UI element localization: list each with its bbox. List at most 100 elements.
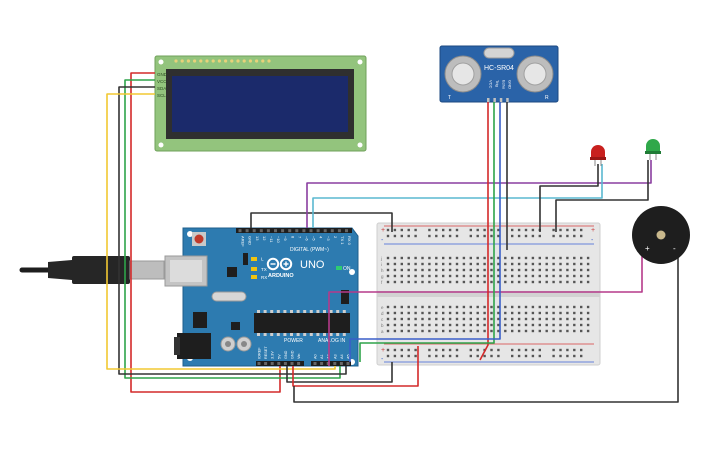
breadboard-hole <box>490 329 493 333</box>
rail-hole <box>573 228 576 232</box>
breadboard-hole <box>511 323 514 327</box>
breadboard-hole <box>552 268 555 272</box>
rail-hole <box>414 228 417 232</box>
chip-pin <box>303 310 307 313</box>
digital-pin-socket[interactable] <box>302 229 306 233</box>
analog-pin-header <box>311 361 351 366</box>
sensor-pin[interactable] <box>487 98 490 102</box>
breadboard-hole <box>517 280 521 284</box>
digital-pin-label: 4 <box>319 236 324 239</box>
digital-pin-socket[interactable] <box>266 229 270 233</box>
breadboard-hole <box>400 280 403 284</box>
digital-pin-socket[interactable] <box>295 229 299 233</box>
breadboard-hole <box>580 280 583 284</box>
breadboard-row-label: f <box>381 280 383 285</box>
sensor-pin[interactable] <box>499 98 503 102</box>
breadboard-hole <box>538 280 541 284</box>
breadboard-hole <box>400 256 403 260</box>
digital-pin-socket[interactable] <box>330 229 334 233</box>
rail-hole <box>400 228 403 232</box>
breadboard-hole <box>448 256 452 260</box>
power-pin-socket[interactable] <box>297 362 301 365</box>
digital-pin-label: 2 <box>333 236 338 239</box>
chip-pin <box>336 333 340 336</box>
digital-pin-socket[interactable] <box>245 229 249 233</box>
breadboard-hole <box>414 262 417 266</box>
analog-pin-socket[interactable] <box>313 362 317 365</box>
digital-pin-socket[interactable] <box>309 229 313 233</box>
breadboard-hole <box>469 268 472 272</box>
breadboard-hole <box>448 280 452 284</box>
digital-pin-socket[interactable] <box>252 229 256 233</box>
analog-pin-socket[interactable] <box>333 362 337 365</box>
lcd-pad <box>180 59 184 63</box>
bottom-rail-minus-label: - <box>381 356 384 363</box>
digital-pin-socket[interactable] <box>316 229 320 233</box>
rail-hole <box>428 234 431 238</box>
breadboard-hole <box>559 311 562 315</box>
rail-hole <box>497 234 500 238</box>
digital-pin-socket[interactable] <box>288 229 292 233</box>
digital-pin-socket[interactable] <box>238 229 242 233</box>
lcd-screen <box>172 76 348 132</box>
digital-pin-socket[interactable] <box>274 229 277 233</box>
rail-hole <box>490 348 493 352</box>
breadboard-hole <box>497 323 500 327</box>
power-pin-socket[interactable] <box>290 362 294 365</box>
power-pin-socket[interactable] <box>283 362 287 365</box>
board-brand-label: ARDUINO <box>268 273 294 279</box>
chip-pin <box>316 333 320 336</box>
breadboard-hole <box>393 268 397 272</box>
breadboard-hole <box>552 311 555 315</box>
breadboard-hole <box>421 317 424 321</box>
digital-pin-socket[interactable] <box>281 229 285 233</box>
breadboard-hole <box>586 256 590 260</box>
lcd-16x2-module: GND VCC SDA SCL <box>154 55 367 152</box>
rail-hole <box>448 348 452 352</box>
breadboard-hole <box>531 268 535 272</box>
breadboard-hole <box>435 280 438 284</box>
breadboard-hole <box>573 311 576 315</box>
breadboard-hole <box>580 274 583 278</box>
green-led-gnd-wire-black <box>555 160 649 232</box>
sensor-pin[interactable] <box>493 98 496 102</box>
digital-pin-socket[interactable] <box>259 229 263 233</box>
analog-pin-socket[interactable] <box>339 362 343 365</box>
breadboard-hole <box>428 280 431 284</box>
breadboard-hole <box>531 274 535 278</box>
lcd-pad <box>174 59 178 63</box>
breadboard-hole <box>511 311 514 315</box>
rail-hole <box>517 354 521 358</box>
breadboard-hole <box>538 317 541 321</box>
rail-hole <box>386 234 390 238</box>
breadboard-hole <box>552 274 555 278</box>
chip-pin <box>342 310 346 313</box>
breadboard-hole <box>531 262 535 266</box>
chip-pin <box>276 333 280 336</box>
breadboard-hole <box>442 329 445 333</box>
analog-pin-label: A0 <box>314 354 318 359</box>
rx-led-label: RX <box>261 275 267 280</box>
lcd-wire-vcc-black <box>118 86 347 375</box>
power-pin-socket[interactable] <box>270 362 274 365</box>
breadboard-hole <box>545 268 548 272</box>
digital-pin-socket[interactable] <box>345 229 348 233</box>
analog-pin-socket[interactable] <box>320 362 324 365</box>
breadboard-hole <box>511 268 514 272</box>
analog-pin-socket[interactable] <box>346 362 350 365</box>
digital-pin-socket[interactable] <box>323 229 327 233</box>
power-pin-socket[interactable] <box>277 362 281 365</box>
sensor-pin[interactable] <box>506 98 509 102</box>
digital-pin-socket[interactable] <box>337 229 341 233</box>
breadboard-hole <box>497 329 500 333</box>
breadboard-hole <box>490 280 493 284</box>
breadboard-hole <box>483 311 486 315</box>
rail-hole <box>448 354 452 358</box>
breadboard-hole <box>504 323 507 327</box>
breadboard-hole <box>435 329 438 333</box>
breadboard-hole <box>469 317 472 321</box>
power-pin-socket[interactable] <box>257 362 261 365</box>
power-pin-socket[interactable] <box>264 362 268 365</box>
breadboard-hole <box>483 323 486 327</box>
